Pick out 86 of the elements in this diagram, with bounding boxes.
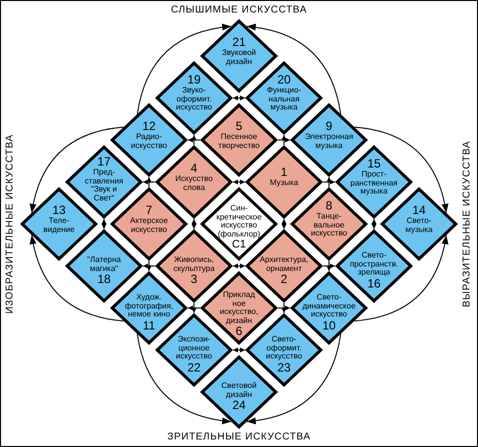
diamond-label: "Латерна магика": [86, 256, 122, 274]
diamond-label: Приклад ное искусство, дизайн: [218, 290, 260, 326]
diamond-label: Теле- видение: [42, 216, 76, 234]
diamond-number: 21: [232, 36, 246, 49]
double-arrow: [102, 218, 106, 230]
diamond-number: 9: [326, 120, 332, 133]
curved-arrow: [30, 234, 124, 322]
arrow: [192, 302, 196, 314]
curved-arrow: [246, 333, 342, 424]
diamond-label: Функцио- нальная музыка: [266, 86, 302, 112]
diamond-label: Электронная музыка: [304, 132, 354, 150]
diamond-number: 14: [412, 204, 426, 217]
diamond-number: 20: [277, 74, 291, 87]
diamond-number: С1: [232, 238, 246, 251]
double-arrow: [192, 218, 196, 230]
diamond-label: Музыка: [268, 179, 300, 188]
diamond-number: 7: [146, 204, 152, 217]
side-label: СЛЫШИМЫЕ ИСКУССТВА: [171, 4, 307, 16]
diamond-label: Актерское искусство: [129, 216, 169, 234]
diamond-label: Живопись, скульптура: [172, 256, 216, 274]
diamond-label: Искусство слова: [174, 174, 214, 192]
side-label: ИЗОБРАЗИТЕЛЬНЫЕ ИСКУССТВА: [4, 134, 16, 314]
diamond-number: 19: [187, 74, 201, 87]
arrow: [282, 302, 286, 314]
double-arrow: [232, 348, 246, 352]
diamond-number: 13: [52, 204, 66, 217]
arrow: [146, 176, 152, 188]
arrow: [142, 180, 156, 184]
curved-arrow: [246, 24, 342, 115]
arrow: [326, 176, 332, 188]
diamond-number: 11: [142, 319, 156, 332]
diamond-number: 23: [277, 361, 291, 374]
arrow: [188, 306, 200, 310]
arrow: [278, 306, 290, 310]
diamond-label: Радио- искусство: [130, 132, 168, 150]
double-arrow: [232, 96, 246, 100]
diamond-number: 6: [236, 325, 242, 338]
arrow: [192, 134, 196, 146]
diamond-label: Звуковой дизайн: [220, 48, 258, 66]
arrow: [146, 260, 152, 272]
curved-arrow: [30, 126, 124, 214]
diamond-number: 17: [97, 155, 111, 168]
diamond-label: Пред- ставления "Звук и Свет": [84, 168, 124, 203]
diamond-number: 15: [367, 158, 381, 171]
curved-arrow: [354, 234, 448, 322]
diamond-number: 3: [190, 273, 198, 286]
curved-arrow: [136, 333, 232, 424]
side-label: ЗРИТЕЛЬНЫЕ ИСКУССТВА: [167, 432, 311, 442]
arrow: [282, 134, 286, 146]
arrow: [322, 180, 336, 184]
diamond-label: Звуко- оформит. искусство: [174, 86, 214, 112]
diamond-label: Свето- музыка: [404, 216, 434, 234]
arrow: [142, 264, 156, 268]
diamond-label: Син- кретическое искусство (фольклор): [215, 204, 263, 239]
diamond-number: 5: [236, 120, 242, 133]
diamond-number: 10: [322, 319, 336, 332]
diamond-number: 8: [326, 200, 332, 213]
diamond-label: Свето- динамическое искусство: [301, 294, 357, 320]
diamond-label: Танце- вальное искусство: [310, 212, 348, 238]
diamond-label: Свето- оформит. искусство: [264, 336, 304, 362]
double-arrow: [232, 180, 246, 184]
arrow: [326, 260, 332, 272]
diamond-number: 22: [187, 361, 201, 374]
diamond-label: Песенное творчество: [217, 132, 261, 150]
diamond-label: Световой дизайн: [220, 382, 258, 400]
diamond-number: 24: [232, 399, 246, 412]
diamond-label: Прост- ранственная музыка: [349, 170, 399, 196]
double-arrow: [232, 264, 246, 268]
double-arrow: [372, 218, 376, 230]
curved-arrow: [136, 24, 232, 115]
arrow: [188, 138, 200, 142]
curved-arrow: [354, 126, 448, 214]
diamond-number: 2: [280, 273, 288, 286]
diamond-number: 16: [367, 277, 381, 290]
diamond-label: Свето- пространств. зрелища: [348, 252, 400, 278]
diamond-label: Худож. фотография, немое кино: [124, 294, 174, 320]
side-label: ВЫРАЗИТЕЛЬНЫЕ ИСКУССТВА: [462, 140, 472, 308]
double-arrow: [282, 218, 286, 230]
arrow: [278, 138, 290, 142]
arrow: [322, 264, 336, 268]
diamond-label: Экспози- ционное искусство: [174, 336, 214, 362]
diamond-number: 4: [190, 162, 198, 175]
diamond-label: Архитектура, орнамент: [258, 256, 310, 274]
diamond-number: 18: [97, 273, 111, 286]
diamond-number: 1: [280, 166, 288, 180]
diamond-number: 12: [142, 120, 156, 133]
